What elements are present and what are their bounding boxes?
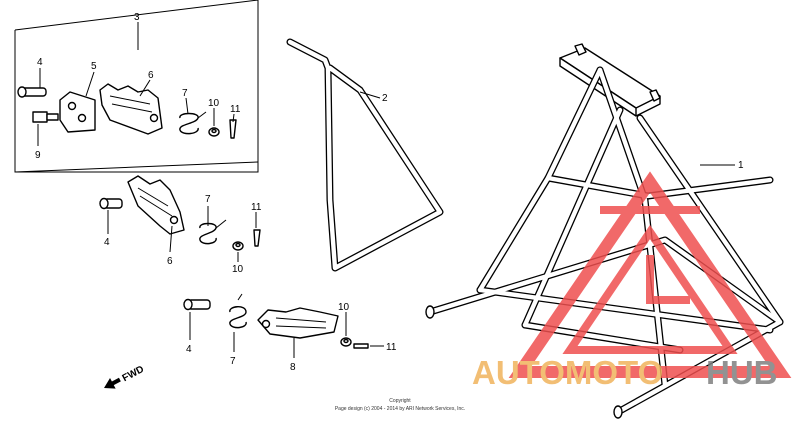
callout-10: 10 <box>232 264 244 275</box>
callout-7: 7 <box>182 88 188 99</box>
callout-4: 4 <box>186 344 192 355</box>
callout-7: 7 <box>230 356 236 367</box>
fwd-label: FWD <box>121 364 146 384</box>
footpeg-assembly-3 <box>17 83 237 139</box>
callout-5: 5 <box>91 61 97 72</box>
callout-11: 11 <box>251 202 262 213</box>
callout-6: 6 <box>167 256 173 267</box>
callout-6: 6 <box>148 70 154 81</box>
callout-11: 11 <box>386 342 397 353</box>
callout-11: 11 <box>230 104 241 115</box>
callout-3: 3 <box>134 12 140 23</box>
leader-lines <box>37 22 735 358</box>
logo-text-hub: HUB <box>706 354 778 391</box>
assembly-3-bracket <box>14 0 259 173</box>
automotohub-logo: AUTOMOTO HUB <box>472 171 792 391</box>
callout-1: 1 <box>738 160 744 171</box>
logo-triangle-icon <box>508 171 792 378</box>
callout-9: 9 <box>35 150 41 161</box>
callout-4: 4 <box>37 57 43 68</box>
callout-labels: 3 4 5 6 7 10 11 9 2 1 4 6 7 10 11 4 7 8 … <box>35 12 744 373</box>
footpeg-bottom <box>183 293 369 349</box>
side-frame <box>286 38 444 272</box>
copyright-line-2: Page design (c) 2004 - 2014 by ARI Netwo… <box>335 406 465 412</box>
callout-10: 10 <box>208 98 220 109</box>
callout-4: 4 <box>104 237 110 248</box>
footpeg-middle <box>99 175 261 251</box>
logo-text-auto: AUTOMOTO <box>472 354 663 391</box>
copyright-line-1: Copyright <box>389 398 411 404</box>
callout-10: 10 <box>338 302 350 313</box>
callout-8: 8 <box>290 362 296 373</box>
callout-2: 2 <box>382 93 388 104</box>
callout-7: 7 <box>205 194 211 205</box>
fwd-arrow: FWD <box>104 364 146 389</box>
